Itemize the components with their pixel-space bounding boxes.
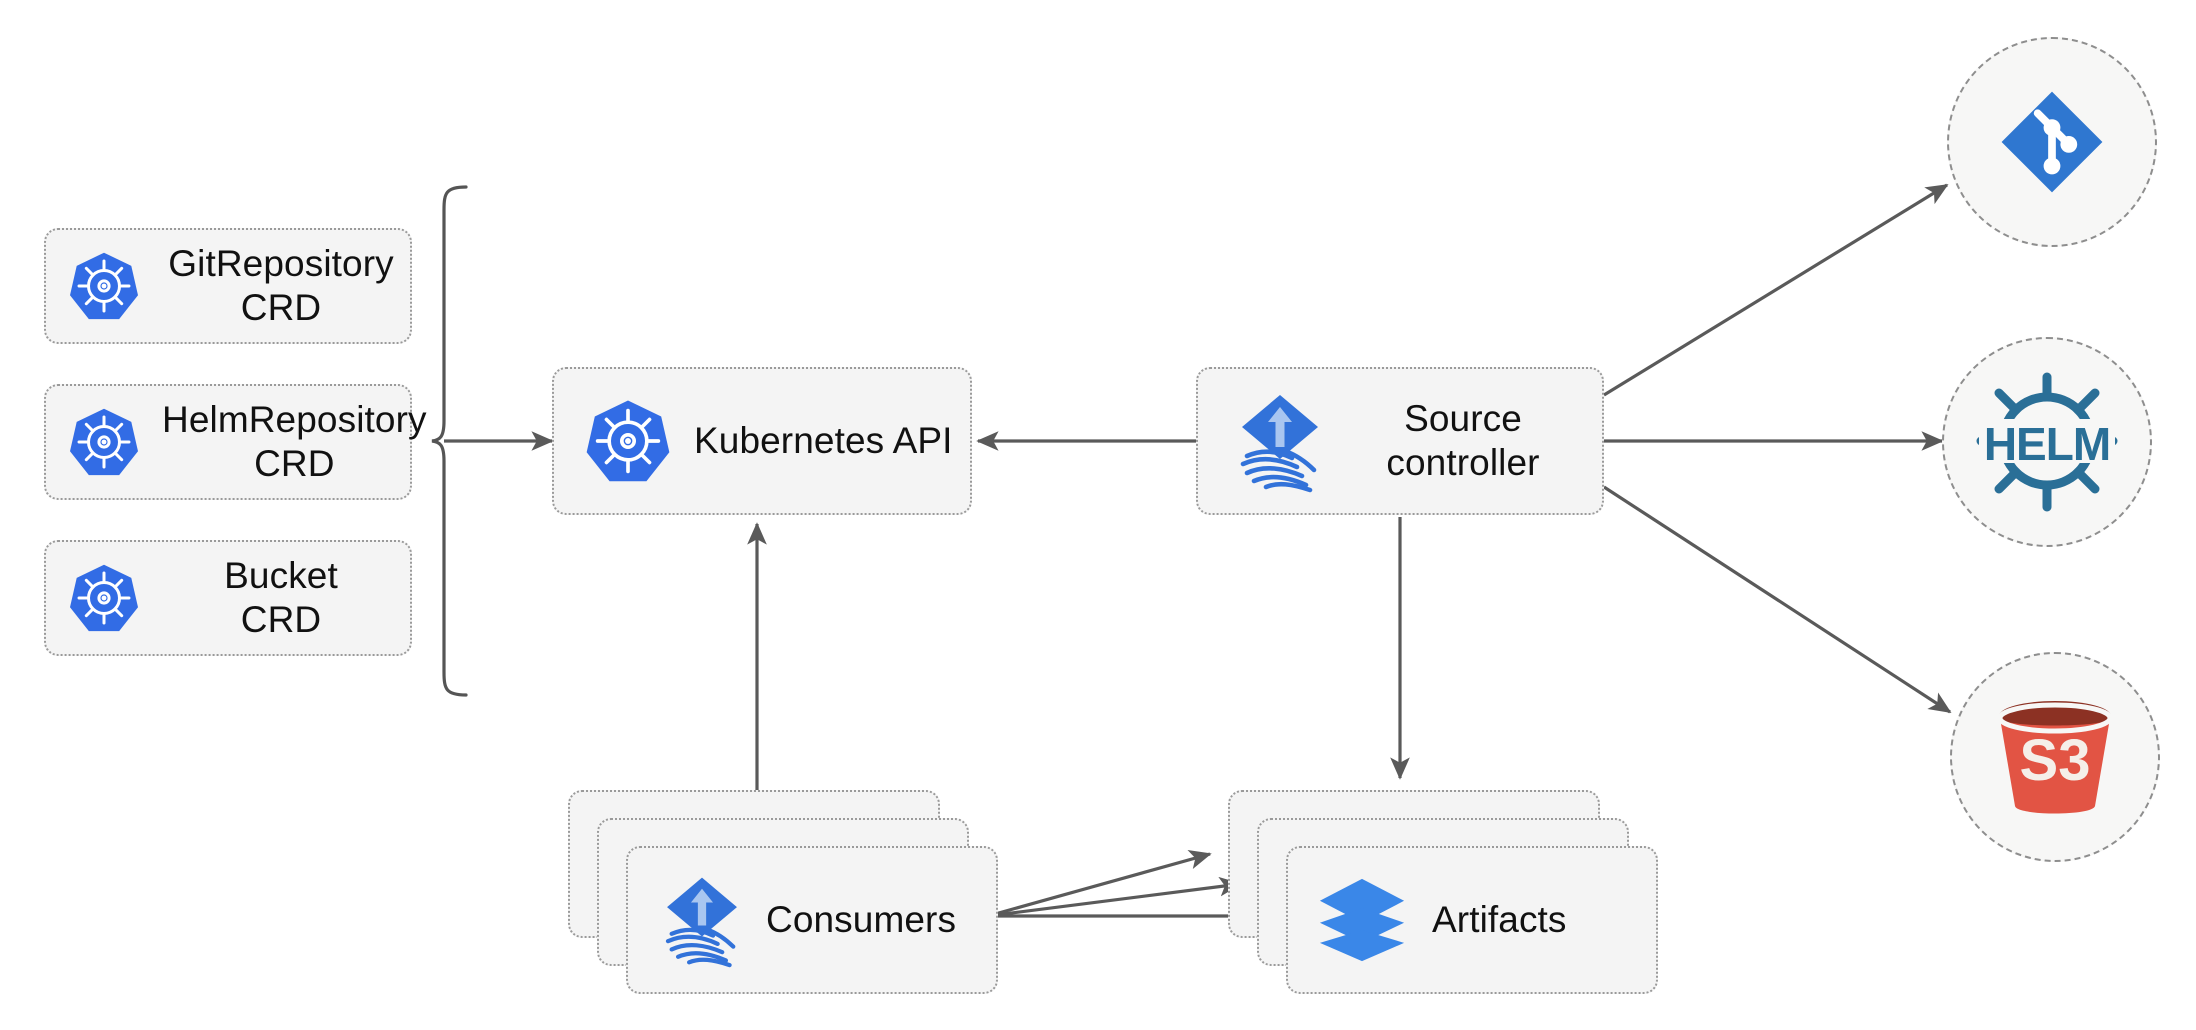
node-label: Consumers [766, 899, 957, 941]
node-label: Kubernetes API [694, 420, 953, 462]
crd-card-gitrepository[interactable]: GitRepository CRD [44, 228, 412, 344]
source-circle-s3[interactable]: S3 [1950, 652, 2160, 862]
kubernetes-icon [580, 396, 676, 486]
node-artifacts[interactable]: Artifacts [1286, 846, 1658, 994]
crd-group-brace [431, 185, 468, 697]
edge-consumers-to-artifacts-1 [987, 850, 1212, 918]
git-icon [2001, 91, 2103, 193]
kubernetes-icon [46, 249, 162, 323]
edge-source-controller-to-s3 [1603, 485, 1952, 714]
node-kubernetes-api[interactable]: Kubernetes API [552, 367, 972, 515]
edge-source-controller-to-git [1603, 183, 1949, 397]
flux-icon [654, 872, 750, 968]
helm-icon [1976, 372, 2118, 512]
node-label: Source controller [1386, 398, 1540, 483]
node-label: Artifacts [1432, 899, 1567, 941]
node-consumers[interactable]: Consumers [626, 846, 998, 994]
helm-label: HELM [1983, 418, 2111, 470]
crd-label: Bucket CRD [224, 555, 338, 640]
edge-consumers-to-artifacts-2 [987, 876, 1242, 918]
kubernetes-icon [46, 405, 162, 479]
source-circle-helm[interactable]: HELM [1942, 337, 2152, 547]
kubernetes-icon [46, 561, 162, 635]
flux-icon [1228, 389, 1332, 493]
node-source-controller[interactable]: Source controller [1196, 367, 1604, 515]
svg-text:S3: S3 [2020, 728, 2091, 793]
crd-card-helmrepository[interactable]: HelmRepository CRD [44, 384, 426, 500]
s3-bucket-icon: S3 [1997, 701, 2113, 814]
crd-card-bucket[interactable]: Bucket CRD [44, 540, 412, 656]
crd-label: HelmRepository CRD [162, 399, 427, 484]
layers-icon [1314, 877, 1410, 963]
crd-label: GitRepository CRD [168, 243, 394, 328]
source-circle-git[interactable] [1947, 37, 2157, 247]
